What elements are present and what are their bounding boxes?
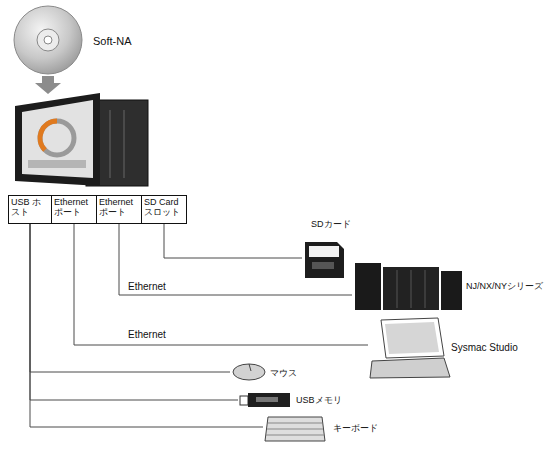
plc-module-split [425,270,426,308]
laptop-illustration [370,318,450,378]
mouse-node: マウス [230,360,310,386]
disc-illustration [14,6,82,74]
plc-end-unit [441,271,462,310]
node-label: Sysmac Studio [451,342,541,354]
laptop-screen [381,318,444,358]
port-box: SD Card スロット [141,195,187,224]
screen-gauge-arc [40,121,57,150]
plc-illustration [355,263,462,310]
node-label: USB ホスト [11,197,49,218]
keyboard-row [267,429,323,430]
node-label: マウス [270,368,308,378]
screen-gauge [40,121,74,155]
sd-card-sticker [309,246,339,257]
node-label: USBメモリ [296,395,346,405]
pc-slot [110,110,111,178]
disc-hub [37,29,59,51]
node-label: Ethernet ポート [99,197,139,218]
panel-pc-illustration [15,93,148,186]
usb-memory-node: USBメモリ [238,390,348,410]
node-label: SDカード [311,219,350,229]
mouse-button [249,364,251,371]
monitor-frame [15,93,100,186]
laptop-node: Sysmac Studio [368,316,543,380]
node-label: キーボード [333,423,381,433]
connection-line [119,224,352,295]
laptop-display [385,322,439,354]
usb-plug [240,396,248,405]
sd-card-body [305,242,344,278]
pc-slot [124,110,125,178]
usb-memory-illustration [240,393,290,407]
keyboard-body [265,417,325,441]
node-label: Ethernet ポート [54,197,94,218]
connection-label: Ethernet [128,281,166,292]
connection-line [30,224,230,372]
plc-module-split [411,270,412,308]
mouse-illustration [233,364,265,380]
port-box: USB ホスト [8,195,52,224]
screen-bar [28,160,86,168]
node-label: Soft-NA [93,35,138,48]
install-arrow [35,76,61,94]
node-label: SD Card スロット [144,197,184,218]
sd-card-illustration [305,242,344,278]
keyboard-row [266,435,324,436]
connection-line [30,224,263,427]
connection-line [164,224,302,258]
mouse-body [233,364,265,380]
laptop-base [370,358,450,378]
plc-power-unit [355,263,381,310]
keyboard-illustration [265,417,325,441]
usb-print [256,397,278,402]
monitor-screen [22,100,93,178]
port-box: Ethernet ポート [96,195,142,224]
node-label: NJ/NX/NYシリーズ [466,281,542,291]
plc-modules [383,267,439,310]
controller-node: NJ/NX/NYシリーズ [352,260,544,312]
connection-line [74,224,368,345]
keyboard-row [268,423,322,424]
connection-label: Ethernet [128,329,166,340]
plc-module-split [397,270,398,308]
usb-body [248,393,290,407]
sd-card-node: SDカード [302,219,352,279]
keyboard-node: キーボード [263,413,383,443]
disc-hole [44,36,52,44]
sd-card-logo [312,262,334,269]
port-box: Ethernet ポート [51,195,97,224]
disc-node: Soft-NA [15,5,140,77]
disc-body [14,6,82,74]
connection-line [30,224,238,400]
